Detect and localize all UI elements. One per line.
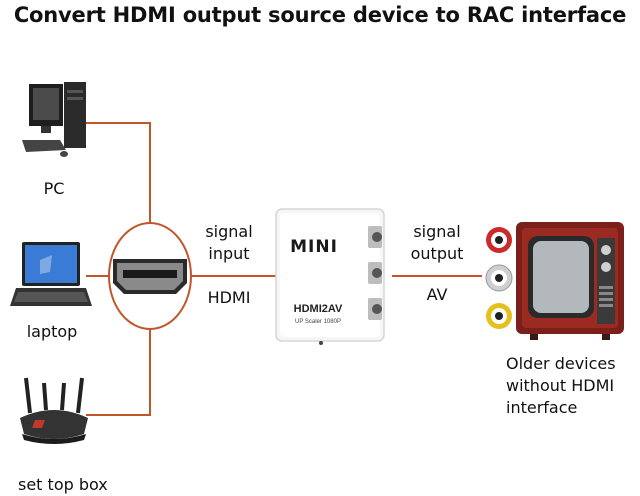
router-icon: [20, 377, 88, 444]
pc-line: [86, 122, 151, 224]
signal-output-line2: output: [410, 244, 464, 263]
connection-lines: [86, 122, 482, 416]
converter-model: HDMI2AV: [294, 303, 343, 315]
output-device-line1: Older devices: [506, 354, 616, 373]
signal-input-line1: signal: [205, 222, 253, 241]
signal-output-line1: signal: [413, 222, 461, 241]
output-device-line3: interface: [506, 398, 578, 417]
signal-input-line2: input: [208, 244, 250, 263]
diagram-title: Convert HDMI output source device to RAC…: [13, 3, 627, 27]
converter-brand: MINI: [290, 237, 338, 257]
settop-line: [86, 329, 151, 416]
old-tv-icon: [516, 222, 624, 340]
converter-box: MINI HDMI2AV UP Scaler 1080P: [275, 208, 385, 345]
output-device-line2: without HDMI: [506, 376, 615, 395]
av-label: AV: [426, 285, 448, 304]
hdmi-label: HDMI: [207, 288, 251, 307]
laptop-icon: [10, 242, 92, 306]
converter-subtitle: UP Scaler 1080P: [295, 319, 341, 325]
source-label-laptop: laptop: [26, 322, 78, 341]
source-label-set-top-box: set top box: [18, 475, 108, 494]
pc-icon: [22, 82, 86, 157]
source-label-pc: PC: [43, 179, 65, 198]
rca-connectors: [485, 227, 513, 329]
hdmi-port: [108, 222, 192, 330]
